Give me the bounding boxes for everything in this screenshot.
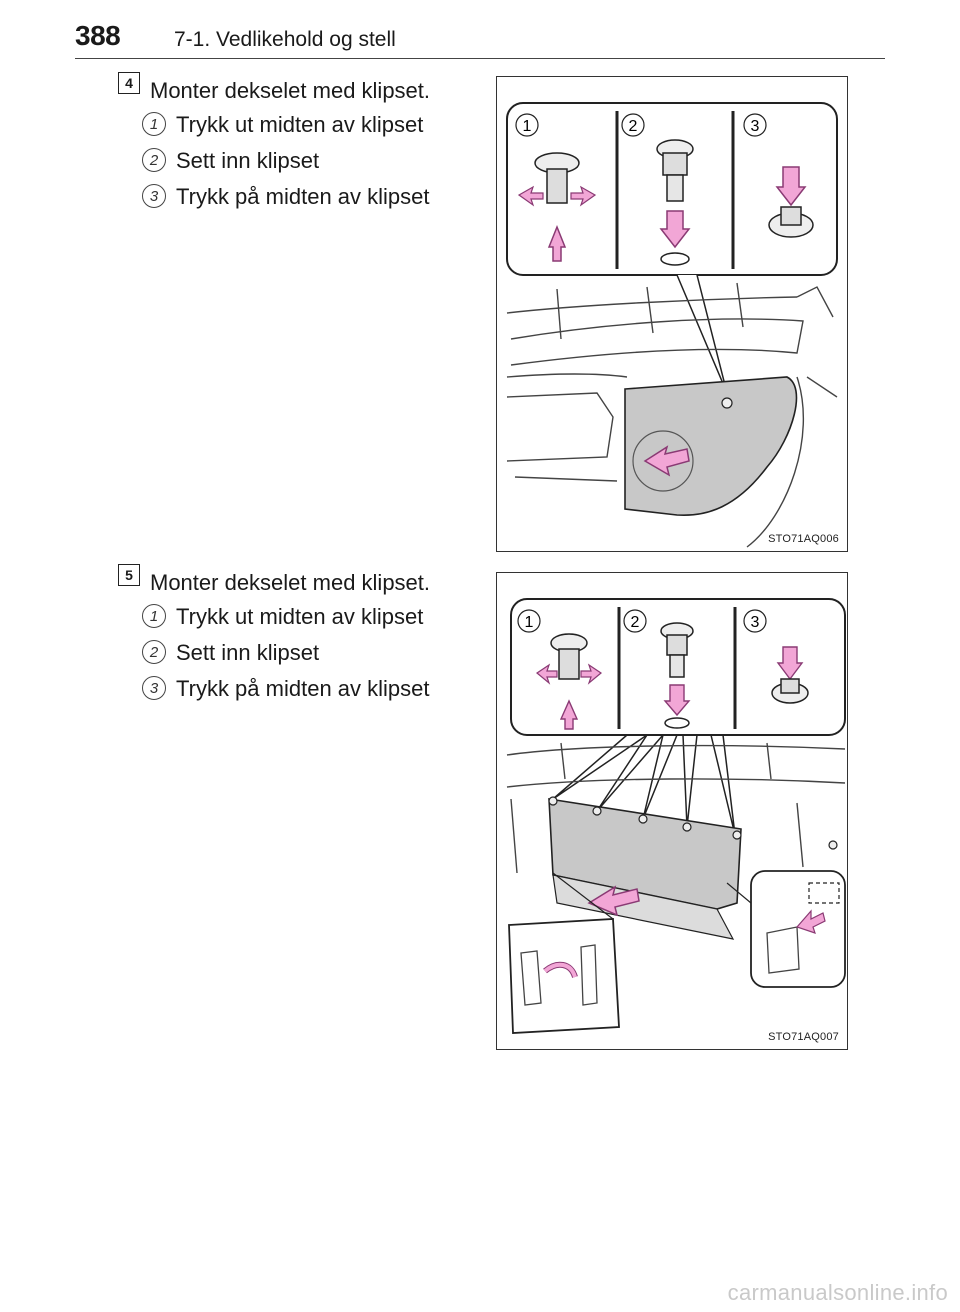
step-title: Monter dekselet med klipset.	[150, 570, 431, 595]
callout-number: 1	[523, 118, 532, 135]
arrow-up-icon	[547, 224, 567, 262]
sub-item-number: 1	[142, 112, 166, 136]
arrow-down-icon	[775, 166, 807, 207]
figure-clip-installation-rear: 1 2 3	[496, 572, 848, 1050]
seat-illustration	[506, 282, 838, 548]
seat-illustration	[506, 742, 846, 874]
sub-item-text: Trykk ut midten av klipset	[176, 604, 424, 629]
arrow-right-icon	[580, 663, 603, 685]
sub-item-text: Sett inn klipset	[176, 640, 320, 665]
cover-panel	[624, 376, 798, 517]
callout-number: 2	[631, 614, 640, 631]
step-badge: 4	[118, 72, 140, 94]
arrow-left-icon	[517, 185, 544, 207]
step-4: 4 Monter dekselet med klipset. 1 Trykk u…	[118, 72, 458, 222]
arrow-right-icon	[570, 185, 597, 207]
sub-item-number: 3	[142, 184, 166, 208]
sub-item-number: 3	[142, 676, 166, 700]
clip-icon	[550, 633, 588, 680]
section-title: 7-1. Vedlikehold og stell	[174, 28, 396, 51]
clip-icon	[534, 152, 580, 204]
detail-inset-right	[750, 870, 846, 988]
sub-item-text: Trykk ut midten av klipset	[176, 112, 424, 137]
figure-illustration: 1 2 3	[506, 102, 838, 548]
figure-code: STO71AQ007	[768, 1031, 839, 1043]
clip-mounts	[548, 796, 838, 850]
clip-icon	[660, 622, 694, 678]
arrow-left-icon	[535, 663, 558, 685]
sub-item-number: 2	[142, 148, 166, 172]
clip-hole	[664, 717, 690, 729]
clip-mount	[721, 397, 733, 409]
step-5: 5 Monter dekselet med klipset. 1 Trykk u…	[118, 564, 458, 714]
figure-code: STO71AQ006	[768, 533, 839, 545]
page-number: 388	[75, 20, 121, 51]
sub-item-text: Sett inn klipset	[176, 148, 320, 173]
callout-number: 3	[751, 118, 760, 135]
step-title: Monter dekselet med klipset.	[150, 78, 431, 103]
sub-item-text: Trykk på midten av klipset	[176, 676, 430, 701]
watermark: carmanualsonline.info	[727, 1280, 948, 1305]
header-divider	[75, 58, 885, 59]
callout-number: 2	[629, 118, 638, 135]
sub-item-text: Trykk på midten av klipset	[176, 184, 430, 209]
clip-icon	[768, 206, 814, 238]
step-badge: 5	[118, 564, 140, 586]
arrow-push-icon	[587, 885, 640, 917]
sub-item-number: 1	[142, 604, 166, 628]
arrow-push-icon	[643, 445, 690, 477]
clip-icon	[656, 139, 694, 202]
arrow-small-icon	[795, 909, 826, 934]
arrow-curved-icon	[543, 962, 577, 978]
figure-clip-installation-side: 1 2 3 STO71AQ006	[496, 76, 848, 552]
clip-icon	[771, 678, 809, 704]
clip-hole	[660, 252, 690, 266]
arrow-down-icon	[776, 646, 804, 681]
arrow-down-icon	[663, 684, 691, 717]
detail-inset-left	[508, 918, 620, 1034]
sub-item-number: 2	[142, 640, 166, 664]
arrow-up-icon	[559, 699, 579, 730]
callout-number: 3	[751, 614, 760, 631]
callout-number: 1	[525, 614, 534, 631]
figure-illustration: 1 2 3	[506, 598, 846, 1034]
arrow-down-icon	[659, 210, 691, 249]
cover-panel	[548, 798, 742, 910]
